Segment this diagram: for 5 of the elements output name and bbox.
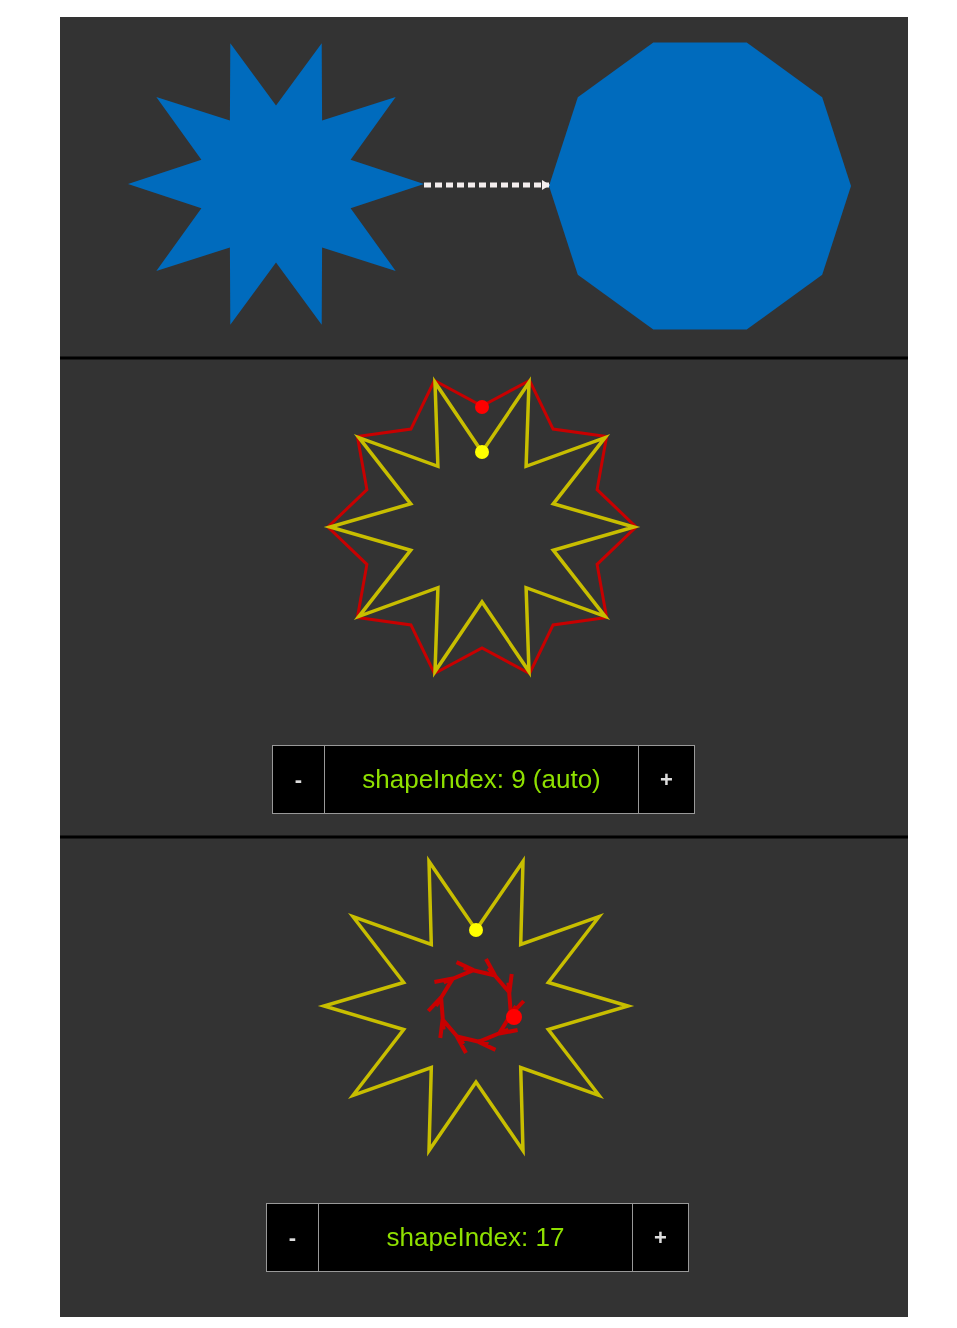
decagon-shape [549, 42, 851, 330]
value-display: shapeIndex: 9 (auto) [361, 763, 602, 796]
value-display: shapeIndex: 17 [385, 1221, 566, 1254]
arrow [424, 180, 550, 190]
star-shape [128, 43, 424, 325]
